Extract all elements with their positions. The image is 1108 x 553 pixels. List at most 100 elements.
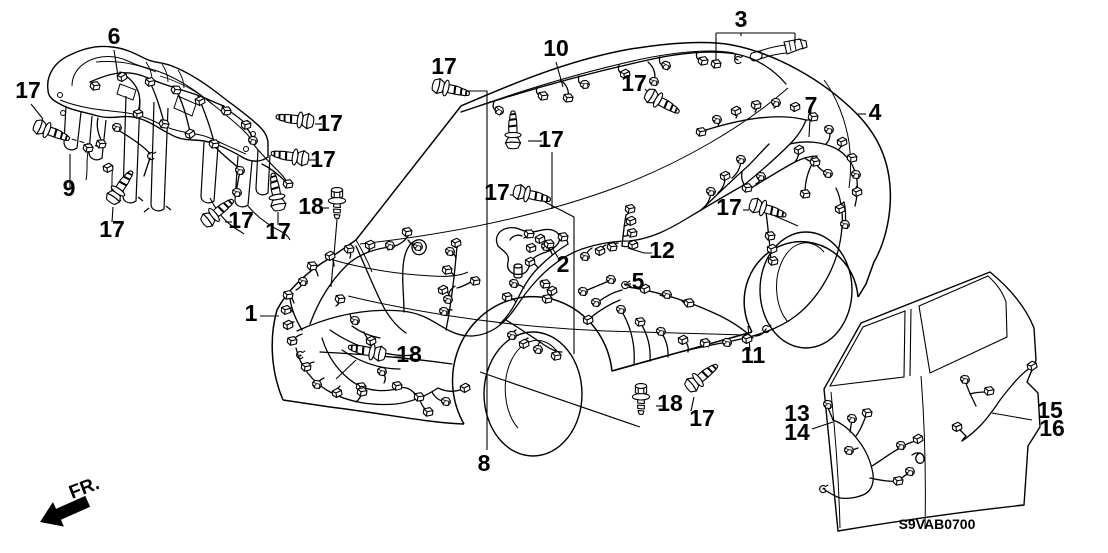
machine-screw-bolt-icon xyxy=(504,110,522,150)
callout-17: 17 xyxy=(431,53,457,79)
callout-17: 17 xyxy=(538,126,564,152)
wire-connector-plug-icon xyxy=(983,385,995,397)
wire-connector-plug-icon xyxy=(719,170,732,182)
wire-connector-plug-icon xyxy=(208,138,221,150)
hex-connector-icon xyxy=(533,344,543,355)
wire-connector-plug-icon xyxy=(459,382,472,394)
flange-bolt-icon xyxy=(327,187,347,219)
vehicle-body-outline xyxy=(271,41,892,457)
hex-connector-icon xyxy=(445,246,455,257)
wire-connector-plug-icon xyxy=(525,242,537,253)
callout-17: 17 xyxy=(15,77,41,103)
wire-connector-plug-icon xyxy=(306,259,319,272)
wire-connector-plug-icon xyxy=(792,143,806,156)
wire-connector-plug-icon xyxy=(766,243,778,255)
hex-connector-icon xyxy=(712,114,722,125)
hex-connector-icon xyxy=(591,297,601,308)
wire-connector-plug-icon xyxy=(441,264,453,276)
callout-1: 1 xyxy=(245,300,258,326)
callout-2: 2 xyxy=(557,251,570,277)
tailgate-feeder-part xyxy=(749,38,808,62)
wire-connector-plug-icon xyxy=(710,58,723,70)
hex-connector-icon xyxy=(413,241,423,252)
hex-connector-icon xyxy=(579,78,591,91)
callout-12: 12 xyxy=(649,237,675,263)
hex-connector-icon xyxy=(298,276,308,287)
callout-17: 17 xyxy=(317,110,343,136)
callout-17: 17 xyxy=(310,146,336,172)
hex-connector-icon xyxy=(771,97,781,108)
machine-screw-bolt-icon xyxy=(274,108,316,131)
hex-connector-icon xyxy=(736,154,746,165)
leader-lines xyxy=(30,32,1033,450)
wire-connector-plug-icon xyxy=(219,104,233,118)
wire-connector-plug-icon xyxy=(282,319,294,331)
wire-connector-plug-icon xyxy=(401,226,413,238)
hex-connector-icon xyxy=(350,315,360,326)
hex-connector-icon xyxy=(847,413,857,424)
callout-16: 16 xyxy=(1039,415,1065,441)
wire-connector-plug-icon xyxy=(501,291,513,303)
hex-connector-icon xyxy=(441,396,451,407)
machine-screw-bolt-icon xyxy=(30,116,73,147)
hex-connector-icon xyxy=(706,186,716,197)
wire-connector-plug-icon xyxy=(799,188,812,200)
wire-connector-plug-icon xyxy=(683,297,696,309)
callout-18: 18 xyxy=(396,341,422,367)
callout-10: 10 xyxy=(543,35,569,61)
wire-connector-plug-icon xyxy=(422,406,434,418)
wire-connector-plug-icon xyxy=(469,275,481,287)
callout-18: 18 xyxy=(657,390,683,416)
wire-connector-plug-icon xyxy=(750,99,762,111)
callout-17: 17 xyxy=(99,216,125,242)
hex-connector-icon xyxy=(660,60,672,71)
hex-connector-icon xyxy=(896,440,906,451)
hex-connector-icon xyxy=(235,165,245,176)
machine-screw-bolt-icon xyxy=(430,76,472,103)
hex-connector-icon xyxy=(824,124,834,135)
hex-connector-icon xyxy=(823,168,833,179)
wire-connector-plug-icon xyxy=(450,237,462,249)
machine-screw-bolt-icon xyxy=(511,182,553,209)
wire-connector-plug-icon xyxy=(240,119,252,130)
hex-connector-icon xyxy=(377,366,387,377)
hex-connector-icon xyxy=(616,304,626,315)
callout-17: 17 xyxy=(621,70,647,96)
callout-18: 18 xyxy=(298,193,324,219)
callout-9: 9 xyxy=(63,175,76,201)
fr-label: FR. xyxy=(66,473,102,504)
wire-connector-plug-icon xyxy=(625,215,637,227)
fr-arrow-icon xyxy=(40,495,91,527)
callout-17: 17 xyxy=(689,405,715,431)
hex-connector-icon xyxy=(493,104,506,117)
callout-5: 5 xyxy=(632,268,645,294)
wire-connector-plug-icon xyxy=(634,316,646,328)
wire-connector-plug-icon xyxy=(343,243,355,255)
hex-connector-icon xyxy=(606,274,616,285)
callout-labels: 6 17 9 17 17 17 17 17 18 17 10 17 17 3 4… xyxy=(15,6,1065,476)
callout-17: 17 xyxy=(716,194,742,220)
hex-connector-icon xyxy=(905,466,915,477)
wire-connector-plug-icon xyxy=(282,178,295,190)
front-direction-indicator: FR. xyxy=(40,473,102,527)
wire-connector-plug-icon xyxy=(594,245,606,257)
hex-connector-icon xyxy=(662,289,672,300)
hex-connector-icon xyxy=(443,294,453,305)
wire-connector-plug-icon xyxy=(132,108,144,119)
wire-connector-plug-icon xyxy=(82,141,95,154)
wire-connector-plug-icon xyxy=(834,203,846,215)
callout-15: 15 xyxy=(1037,397,1063,423)
wire-connector-plug-icon xyxy=(89,80,102,92)
callout-7: 7 xyxy=(805,92,818,118)
wire-connector-plug-icon xyxy=(836,136,848,148)
callout-17: 17 xyxy=(265,218,291,244)
wire-connector-plug-icon xyxy=(94,137,108,151)
hex-connector-icon xyxy=(823,399,833,410)
wire-connector-plug-icon xyxy=(280,304,292,315)
wire-connector-plug-icon xyxy=(861,407,874,419)
hex-connector-icon xyxy=(312,379,322,390)
wire-connector-plug-icon xyxy=(562,91,575,104)
wire-connector-plug-icon xyxy=(437,284,450,296)
wire-connector-plug-icon xyxy=(364,239,376,251)
